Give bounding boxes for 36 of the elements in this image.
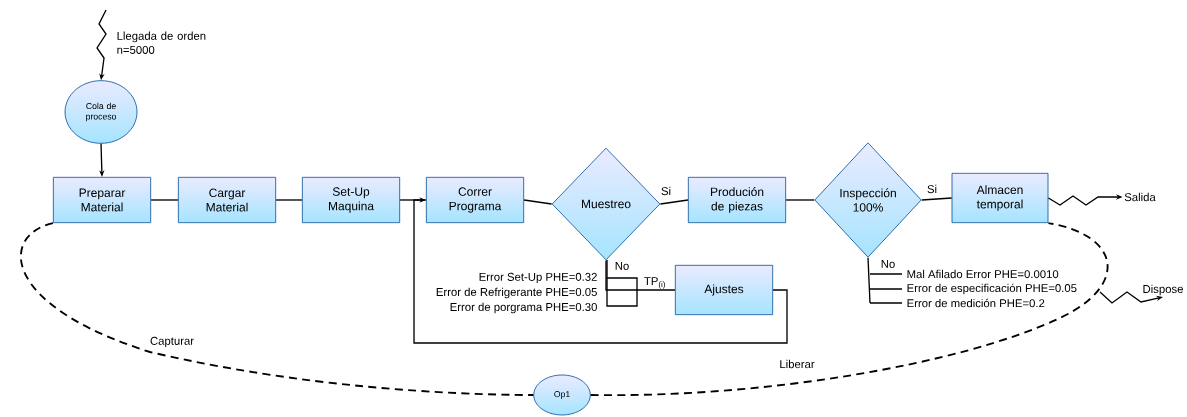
dashed-path [589, 222, 1109, 396]
process-box: Preparar Material [52, 176, 152, 224]
annotation-text: TP$_{(i)}$ [644, 277, 665, 289]
arrow [1099, 291, 1163, 304]
exit-label: Dispose [1143, 284, 1183, 296]
edge-label: Si [925, 183, 939, 195]
exit-label: Salida [1124, 192, 1156, 202]
annotation-text: Error de Refrigerante PHE=0.05 [436, 287, 597, 299]
connector-line [275, 199, 303, 201]
process-box: Almacen temporal [951, 172, 1049, 224]
process-box: Ajustes [674, 264, 774, 316]
edge-label: No [613, 260, 631, 272]
connector-line [523, 199, 553, 205]
connector-line [785, 199, 815, 201]
arrow [413, 197, 788, 344]
edge-label: Si [659, 185, 673, 197]
connector-line [150, 199, 179, 201]
connector-line [399, 199, 427, 201]
edge-label: Llegada de orden n=5000 [115, 30, 212, 56]
connector-line [921, 197, 953, 201]
edge-label: No [879, 258, 897, 270]
annotation-text: Error de medición PHE=0.2 [907, 298, 1045, 308]
annotation-text: Error Set-Up PHE=0.32 [479, 272, 597, 284]
annotation-text: Mal Afilado Error PHE=0.0010 [907, 269, 1059, 279]
connector-line [867, 257, 871, 304]
edge-label: Capturar [148, 335, 196, 349]
connector-line [605, 259, 676, 291]
dashed-path [20, 222, 535, 396]
annotation-text: Error de especificación PHE=0.05 [907, 283, 1077, 295]
process-box: Set-Up Maquina [301, 176, 401, 224]
edge-label: Liberar [778, 358, 816, 370]
annotation-text: Error de porgrama PHE=0.30 [450, 302, 597, 314]
connector-line [659, 199, 689, 205]
process-box: Cargar Material [177, 176, 277, 224]
process-box: Correr Programa [425, 176, 525, 224]
process-box: Produción de piezas [687, 176, 787, 224]
